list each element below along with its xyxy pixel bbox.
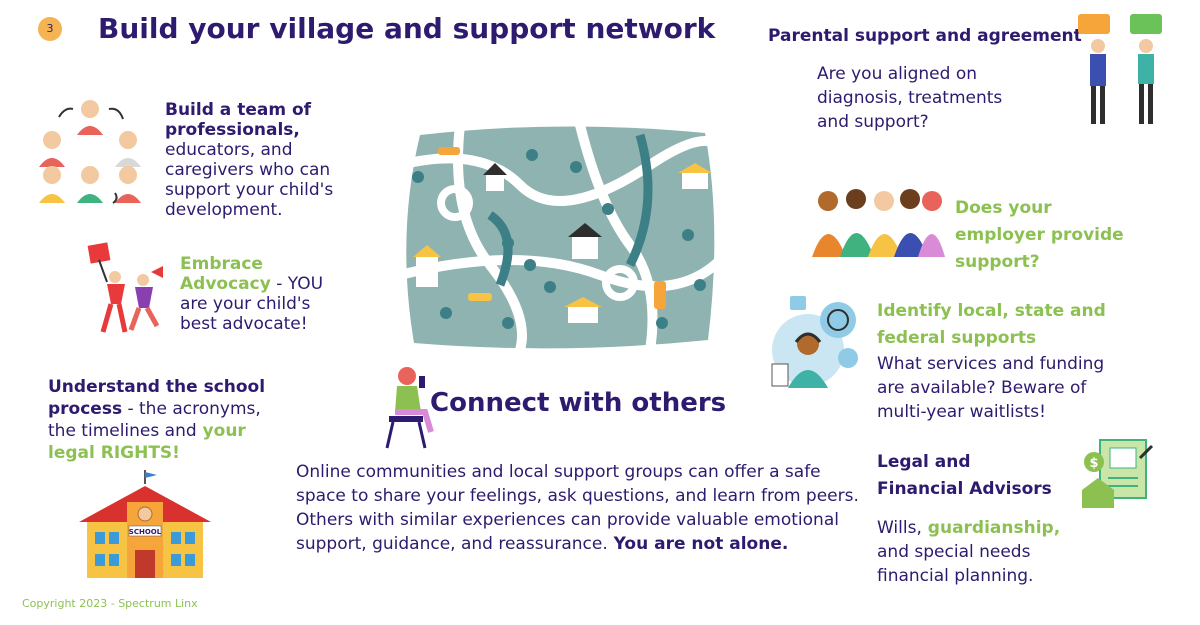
employer-heading: Does your employer provide support? [955,198,1124,272]
legal-heading: Legal and Financial Advisors [877,452,1052,499]
connect-heading: Connect with others [430,388,727,418]
map-car-icon [654,281,666,309]
supports-text-block: Identify local, state and federal suppor… [877,298,1117,424]
supports-heading: Identify local, state and federal suppor… [877,301,1106,348]
legal-body-part2: and special needs financial planning. [877,542,1034,586]
support-agent-illustration [771,296,858,388]
map-car-icon [468,293,492,301]
school-rights-highlight: your legal RIGHTS! [48,421,246,463]
school-heading: Understand the school process [48,377,266,419]
parental-heading: Parental support and agreement [768,26,1082,46]
map-tree-icon [412,149,706,329]
map-house-icon [483,163,507,191]
advocacy-text-block: Embrace Advocacy - YOU are your child's … [180,254,330,334]
house-icon [1082,478,1114,508]
speech-bubble-icon [1078,14,1110,34]
person-bottom-icon [77,166,103,203]
step-number-badge: 3 [38,17,62,41]
supports-body: What services and funding are available?… [877,354,1105,422]
page-title: Build your village and support network [98,12,716,45]
team-circle-illustration [39,100,141,204]
connect-text-block: Online communities and local support gro… [296,460,871,556]
school-sign: SCHOOL [129,528,162,536]
dollar-coin-icon [1084,452,1104,472]
advocacy-heading: Embrace Advocacy [180,254,271,294]
advocacy-illustration [87,242,163,333]
person-top-icon [77,100,103,135]
map-house-icon [564,297,602,323]
help-icon [790,296,806,310]
legal-body-part1: Wills, [877,518,922,538]
team-text-block: Build a team of professionals, educators… [165,100,350,220]
copyright-footer: Copyright 2023 - Spectrum Linx [22,597,198,610]
connect-emphasis: You are not alone. [607,534,789,554]
team-body: educators, and caregivers who can suppor… [165,140,334,220]
village-map-illustration [398,123,733,352]
legal-document-illustration: $ [1082,439,1154,508]
map-car-icon [438,147,460,155]
person-on-phone-illustration [385,367,434,449]
school-text-block: Understand the school process - the acro… [48,376,268,464]
parental-body: Are you aligned on diagnosis, treatments… [817,64,1003,132]
connect-body: Online communities and local support gro… [296,462,859,554]
pen-icon [1138,444,1154,460]
person-left-icon [39,131,65,167]
school-body: - the acronyms, the timelines and [48,399,261,441]
map-house-icon [678,163,712,189]
legal-guardianship-highlight: guardianship, [921,518,1061,538]
person-right-icon [115,131,141,167]
advocacy-body: - YOU are your child's best advocate! [180,274,324,334]
legal-text-block: Wills, guardianship, and special needs f… [877,516,1077,588]
map-house-icon [413,245,441,287]
parents-talking-illustration [1078,14,1162,124]
person-bottom-right-icon [115,166,141,203]
person-bottom-left-icon [39,166,65,203]
map-house-icon [568,223,602,259]
svg-text:$: $ [1089,456,1098,471]
group-of-colleagues-illustration [812,189,945,257]
speech-bubble-icon [1130,14,1162,34]
team-heading: Build a team of professionals, [165,100,312,140]
help-icon [838,348,858,368]
school-building-illustration: SCHOOL [79,470,211,578]
